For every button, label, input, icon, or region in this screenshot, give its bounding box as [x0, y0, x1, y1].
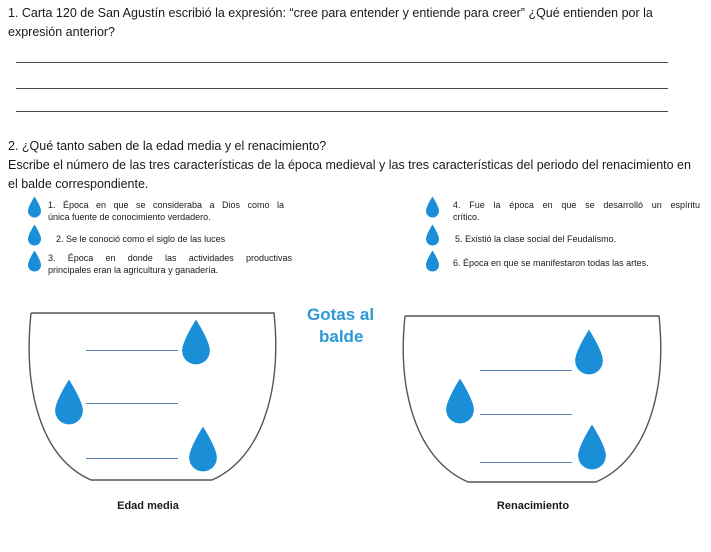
characteristic-item-5: 5. Existió la clase social del Feudalism…: [455, 233, 695, 245]
characteristic-2-line1: 2. Se le conoció como el siglo de las lu…: [56, 234, 226, 244]
bucket-label-edad-media: Edad media: [117, 500, 179, 512]
characteristic-4-line2: crítico.: [453, 212, 480, 222]
water-drop-icon[interactable]: [53, 378, 85, 426]
answer-line-2[interactable]: [16, 88, 668, 89]
characteristic-6-line1: 6. Época en que se manifestaron todas la…: [453, 258, 649, 268]
water-drop-icon[interactable]: [180, 318, 212, 366]
characteristic-item-4: 4. Fue la época en que se desarrolló un …: [453, 199, 700, 223]
blank-line-renacimiento-2[interactable]: [480, 414, 572, 415]
characteristic-item-3: 3. Época en donde las actividades produc…: [48, 252, 292, 276]
blank-line-renacimiento-3[interactable]: [480, 462, 572, 463]
characteristic-1-line1: 1. Época en que se consideraba a Dios co…: [48, 200, 284, 210]
question-2-instructions: Escribe el número de las tres caracterís…: [8, 158, 691, 191]
characteristic-4-line1: 4. Fue la época en que se desarrolló un …: [453, 200, 700, 210]
blank-line-edad-3[interactable]: [86, 458, 178, 459]
blank-line-edad-2[interactable]: [86, 403, 178, 404]
characteristic-5-line1: 5. Existió la clase social del Feudalism…: [455, 234, 617, 244]
water-drop-icon[interactable]: [573, 328, 605, 376]
question-2: 2. ¿Qué tanto saben de la edad media y e…: [8, 137, 698, 194]
water-drop-icon: [426, 196, 439, 218]
water-drop-icon: [426, 250, 439, 272]
answer-line-1[interactable]: [16, 62, 668, 63]
answer-line-3[interactable]: [16, 111, 668, 112]
water-drop-icon: [28, 196, 41, 218]
characteristic-item-2: 2. Se le conoció como el siglo de las lu…: [56, 233, 292, 245]
water-drop-icon[interactable]: [444, 377, 476, 425]
water-drop-icon: [426, 224, 439, 246]
water-drop-icon[interactable]: [187, 425, 219, 473]
bucket-label-renacimiento: Renacimiento: [496, 500, 570, 512]
activity-title-line2: balde: [319, 327, 364, 346]
characteristic-3-line2: principales eran la agricultura y ganade…: [48, 265, 219, 275]
water-drop-icon: [28, 224, 41, 246]
blank-line-renacimiento-1[interactable]: [480, 370, 572, 371]
characteristic-item-6: 6. Época en que se manifestaron todas la…: [453, 257, 703, 269]
activity-title-line1: Gotas al: [307, 305, 375, 324]
characteristic-3-line1: 3. Época en donde las actividades produc…: [48, 253, 292, 263]
activity-title: Gotas al balde: [307, 304, 374, 348]
blank-line-edad-1[interactable]: [86, 350, 178, 351]
water-drop-icon[interactable]: [576, 423, 608, 471]
characteristic-1-line2: única fuente de conocimiento verdadero.: [48, 212, 211, 222]
characteristic-item-1: 1. Época en que se consideraba a Dios co…: [48, 199, 284, 223]
water-drop-icon: [28, 250, 41, 272]
question-1-text: 1. Carta 120 de San Agustín escribió la …: [8, 6, 653, 39]
question-2-title: 2. ¿Qué tanto saben de la edad media y e…: [8, 139, 327, 153]
